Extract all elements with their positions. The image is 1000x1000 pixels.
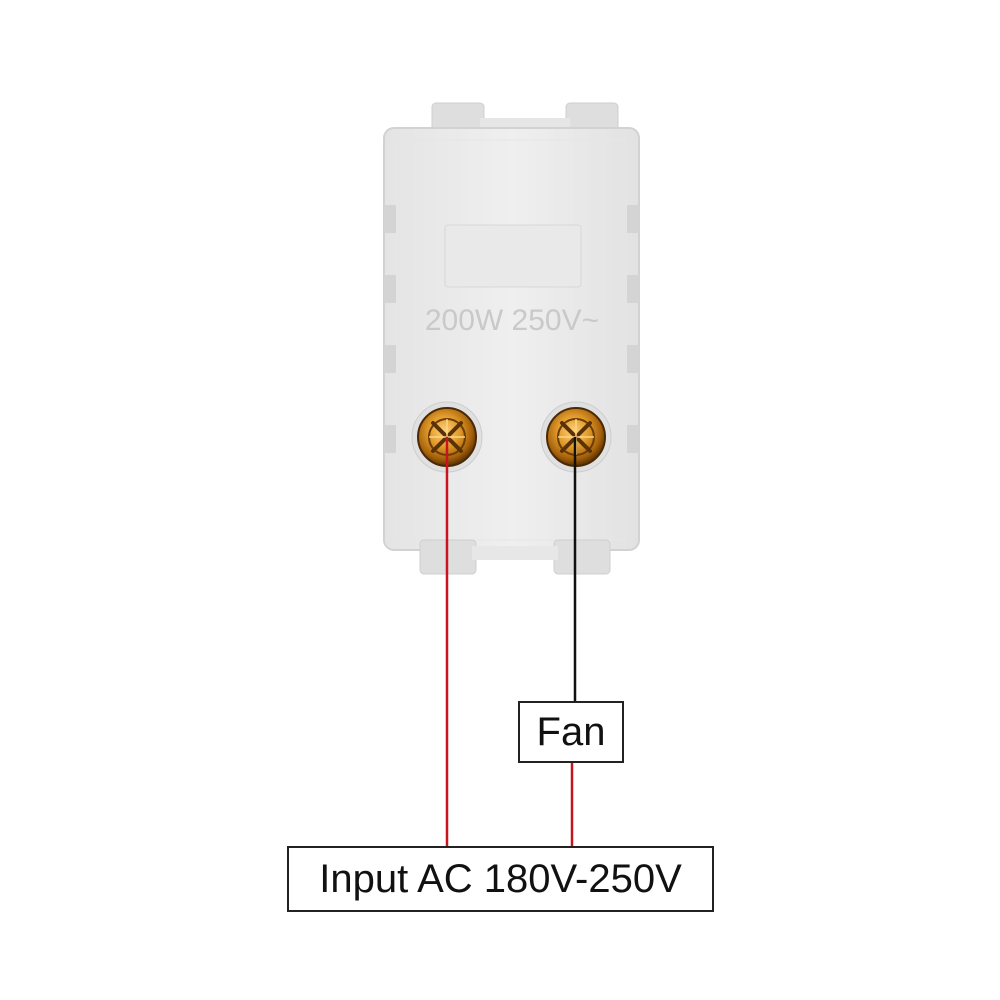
fan-label: Fan	[518, 701, 624, 763]
label-panel	[444, 224, 582, 288]
input-label: Input AC 180V-250V	[287, 846, 714, 912]
switch-module: 200W 250V~	[383, 102, 640, 575]
side-notches	[384, 205, 639, 453]
module-rating-text: 200W 250V~	[425, 304, 599, 337]
bottom-tab-right	[553, 539, 611, 575]
module-body	[383, 127, 640, 551]
